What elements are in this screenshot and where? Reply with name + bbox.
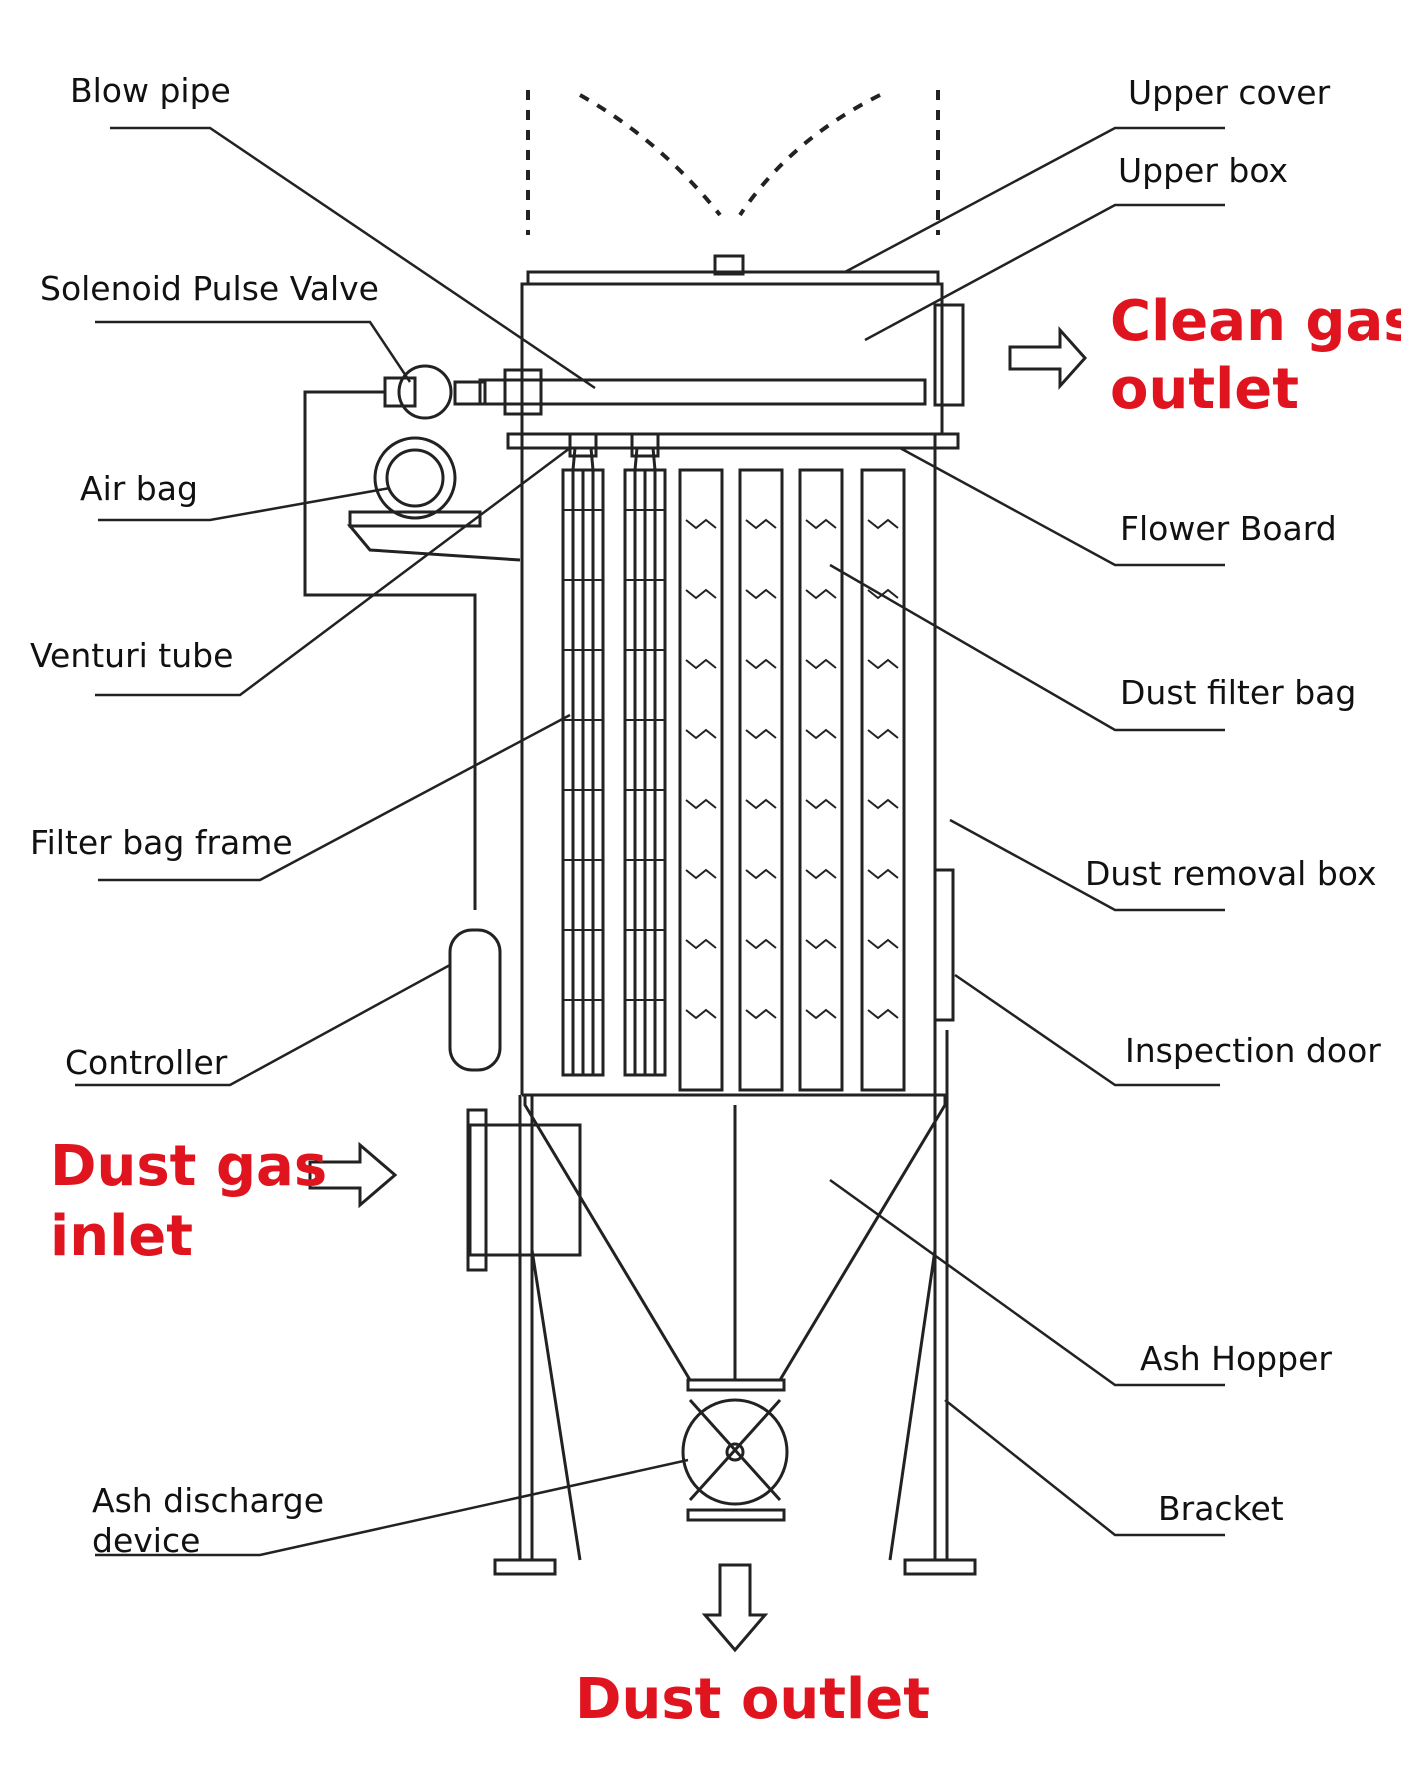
clean-gas-outlet-flange [935,305,963,405]
label-dust-gas-inlet-2: inlet [50,1204,194,1269]
upper-box [522,284,942,434]
label-controller: Controller [65,1043,228,1082]
label-inspection-door: Inspection door [1125,1031,1381,1070]
flower-board [508,434,958,448]
air-bag [350,438,480,526]
upper-cover-handle [715,256,743,274]
dust-gas-inlet-arrow [310,1145,395,1205]
solenoid-pulse-valve [385,366,485,418]
label-dust-outlet: Dust outlet [575,1667,931,1732]
dust-gas-inlet-duct [470,1125,580,1255]
label-upper-cover: Upper cover [1128,73,1331,112]
clean-gas-outlet-arrow [1010,330,1085,386]
dust-gas-inlet-flange [468,1110,486,1270]
dust-filter-bags [680,470,904,1090]
label-venturi-tube: Venturi tube [30,636,234,675]
label-air-bag: Air bag [80,469,198,508]
label-ash-hopper: Ash Hopper [1140,1339,1332,1378]
label-clean-gas-outlet-2: outlet [1110,357,1300,422]
inspection-door [935,870,953,1020]
label-solenoid-pulse-valve: Solenoid Pulse Valve [40,269,379,308]
label-upper-box: Upper box [1118,151,1289,190]
ash-discharge-device [683,1380,787,1520]
label-dust-filter-bag: Dust filter bag [1120,673,1357,712]
label-flower-board: Flower Board [1120,509,1337,548]
label-dust-gas-inlet-1: Dust gas [50,1134,328,1199]
label-ash-discharge-device-2: device [92,1521,201,1560]
leader-lines [75,128,1225,1555]
venturi-tubes [570,434,658,470]
label-blow-pipe: Blow pipe [70,71,231,110]
filter-bag-frames [563,470,665,1075]
label-dust-removal-box: Dust removal box [1085,854,1377,893]
label-clean-gas-outlet-1: Clean gas [1110,289,1401,354]
dust-outlet-arrow [705,1565,765,1650]
upper-cover-open-dashed [528,90,938,235]
label-bracket: Bracket [1158,1489,1284,1528]
support-legs [495,1030,975,1574]
bracket-arm [350,526,520,560]
control-wire [305,392,475,910]
label-ash-discharge-device-1: Ash discharge [92,1481,324,1520]
controller-box [450,930,500,1070]
blow-pipe [480,380,925,404]
label-filter-bag-frame: Filter bag frame [30,823,293,862]
